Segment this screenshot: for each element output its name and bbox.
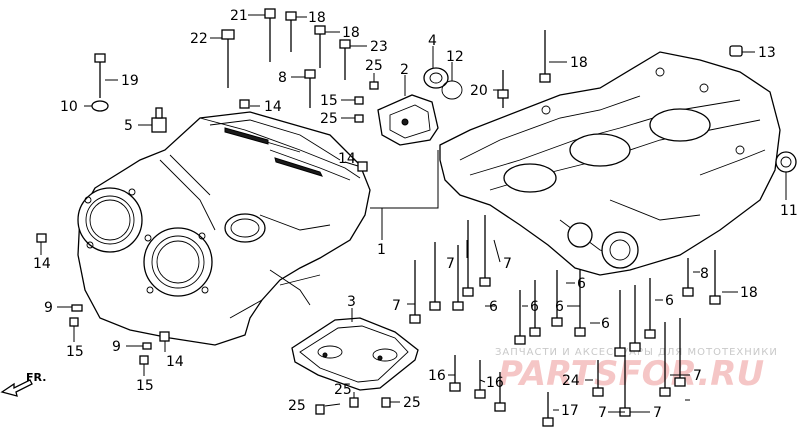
callout-8: 8 [700,266,709,282]
callout-21: 21 [230,8,248,24]
callout-4: 4 [428,33,437,49]
callout-25: 25 [403,395,421,411]
callout-11: 11 [780,203,798,219]
callout-6: 6 [577,276,586,292]
callout-6: 6 [555,299,564,315]
callout-18: 18 [740,285,758,301]
callout-2: 2 [400,62,409,78]
callout-23: 23 [370,39,388,55]
cap-part-13 [729,45,743,57]
callout-18: 18 [342,25,360,41]
bolts [69,8,721,427]
callout-10: 10 [60,99,78,115]
washer-part-10 [91,100,109,112]
callout-15: 15 [320,93,338,109]
callout-14: 14 [166,354,184,370]
callout-17: 17 [561,403,579,419]
callout-8: 8 [278,70,287,86]
callout-6: 6 [530,299,539,315]
lower-crankcase [439,51,781,276]
bushing-14-c [36,233,47,243]
callout-12: 12 [446,49,464,65]
callout-7: 7 [693,368,702,384]
callout-14: 14 [264,99,282,115]
callout-7: 7 [503,256,512,272]
callout-25: 25 [334,382,352,398]
oring-part-12 [441,80,463,100]
callout-labels: 21 18 22 18 23 4 12 13 19 8 25 2 18 10 1… [33,8,798,421]
oil-pan [291,317,419,391]
callout-20: 20 [470,83,488,99]
callout-3: 3 [347,294,356,310]
callout-7: 7 [446,256,455,272]
bushing-14-a [239,99,250,109]
bushing-14-d [159,331,170,342]
callout-18: 18 [570,55,588,71]
callout-24: 24 [562,373,580,389]
callout-14: 14 [338,151,356,167]
leader-lines [40,14,787,413]
callout-25: 25 [288,398,306,414]
bushing-14-b [357,161,368,172]
callout-16: 16 [486,375,504,391]
switch-part-5 [151,107,167,133]
callout-25: 25 [365,58,383,74]
seal-part-4 [423,67,449,89]
watermark-logo: PARTSFOR.RU [498,354,764,394]
callout-7: 7 [598,405,607,421]
callout-19: 19 [121,73,139,89]
callout-15: 15 [66,344,84,360]
callout-18: 18 [308,10,326,26]
callout-5: 5 [124,118,133,134]
callout-9: 9 [44,300,53,316]
callout-15: 15 [136,378,154,394]
callout-6: 6 [489,299,498,315]
callout-14: 14 [33,256,51,272]
watermark-caption: ЗАПЧАСТИ И АКСЕССУАРЫ ДЛЯ МОТОТЕХНИКИ [495,347,778,358]
callout-9: 9 [112,339,121,355]
callout-1: 1 [377,242,386,258]
callout-6: 6 [665,293,674,309]
callout-16: 16 [428,368,446,384]
cover-part-2 [377,94,439,146]
front-direction-arrow: FR. [0,371,46,397]
callout-22: 22 [190,31,208,47]
callout-7: 7 [653,405,662,421]
plug-part-11 [775,151,797,173]
front-label: FR. [26,371,46,384]
callout-25: 25 [320,111,338,127]
callout-7: 7 [392,298,401,314]
upper-crankcase [77,111,371,346]
callout-6: 6 [601,316,610,332]
callout-13: 13 [758,45,776,61]
